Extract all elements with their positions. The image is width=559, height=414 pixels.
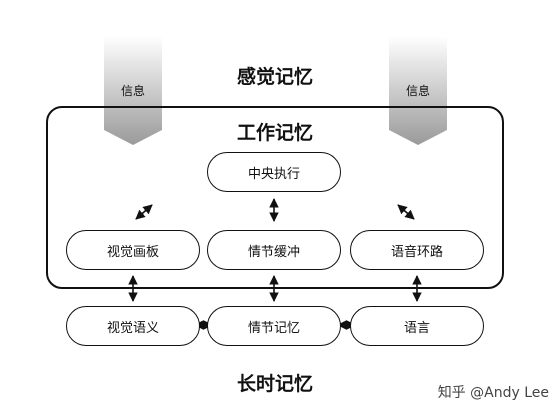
input-arrow-left <box>104 36 162 145</box>
input-label-right: 信息 <box>405 84 430 98</box>
connector-ce-loop <box>397 204 415 220</box>
central-executive-box: 中央执行 <box>207 152 341 192</box>
visual-semantics-box: 视觉语义 <box>66 306 200 346</box>
working-memory-frame <box>46 106 504 289</box>
connector-ce-sketchpad <box>135 204 153 220</box>
phonological-loop-box: 语音环路 <box>350 230 484 270</box>
language-box: 语言 <box>350 306 484 346</box>
input-label-left: 信息 <box>120 84 145 98</box>
input-arrow-right <box>389 36 447 145</box>
episodic-memory-box: 情节记忆 <box>207 306 341 346</box>
long-term-memory-label: 长时记忆 <box>236 373 313 395</box>
visuospatial-sketchpad-box: 视觉画板 <box>66 230 200 270</box>
sensory-memory-label: 感觉记忆 <box>236 66 313 88</box>
working-memory-label: 工作记忆 <box>236 122 313 144</box>
watermark: 知乎 @Andy Lee <box>437 385 549 401</box>
episodic-buffer-box: 情节缓冲 <box>207 230 341 270</box>
